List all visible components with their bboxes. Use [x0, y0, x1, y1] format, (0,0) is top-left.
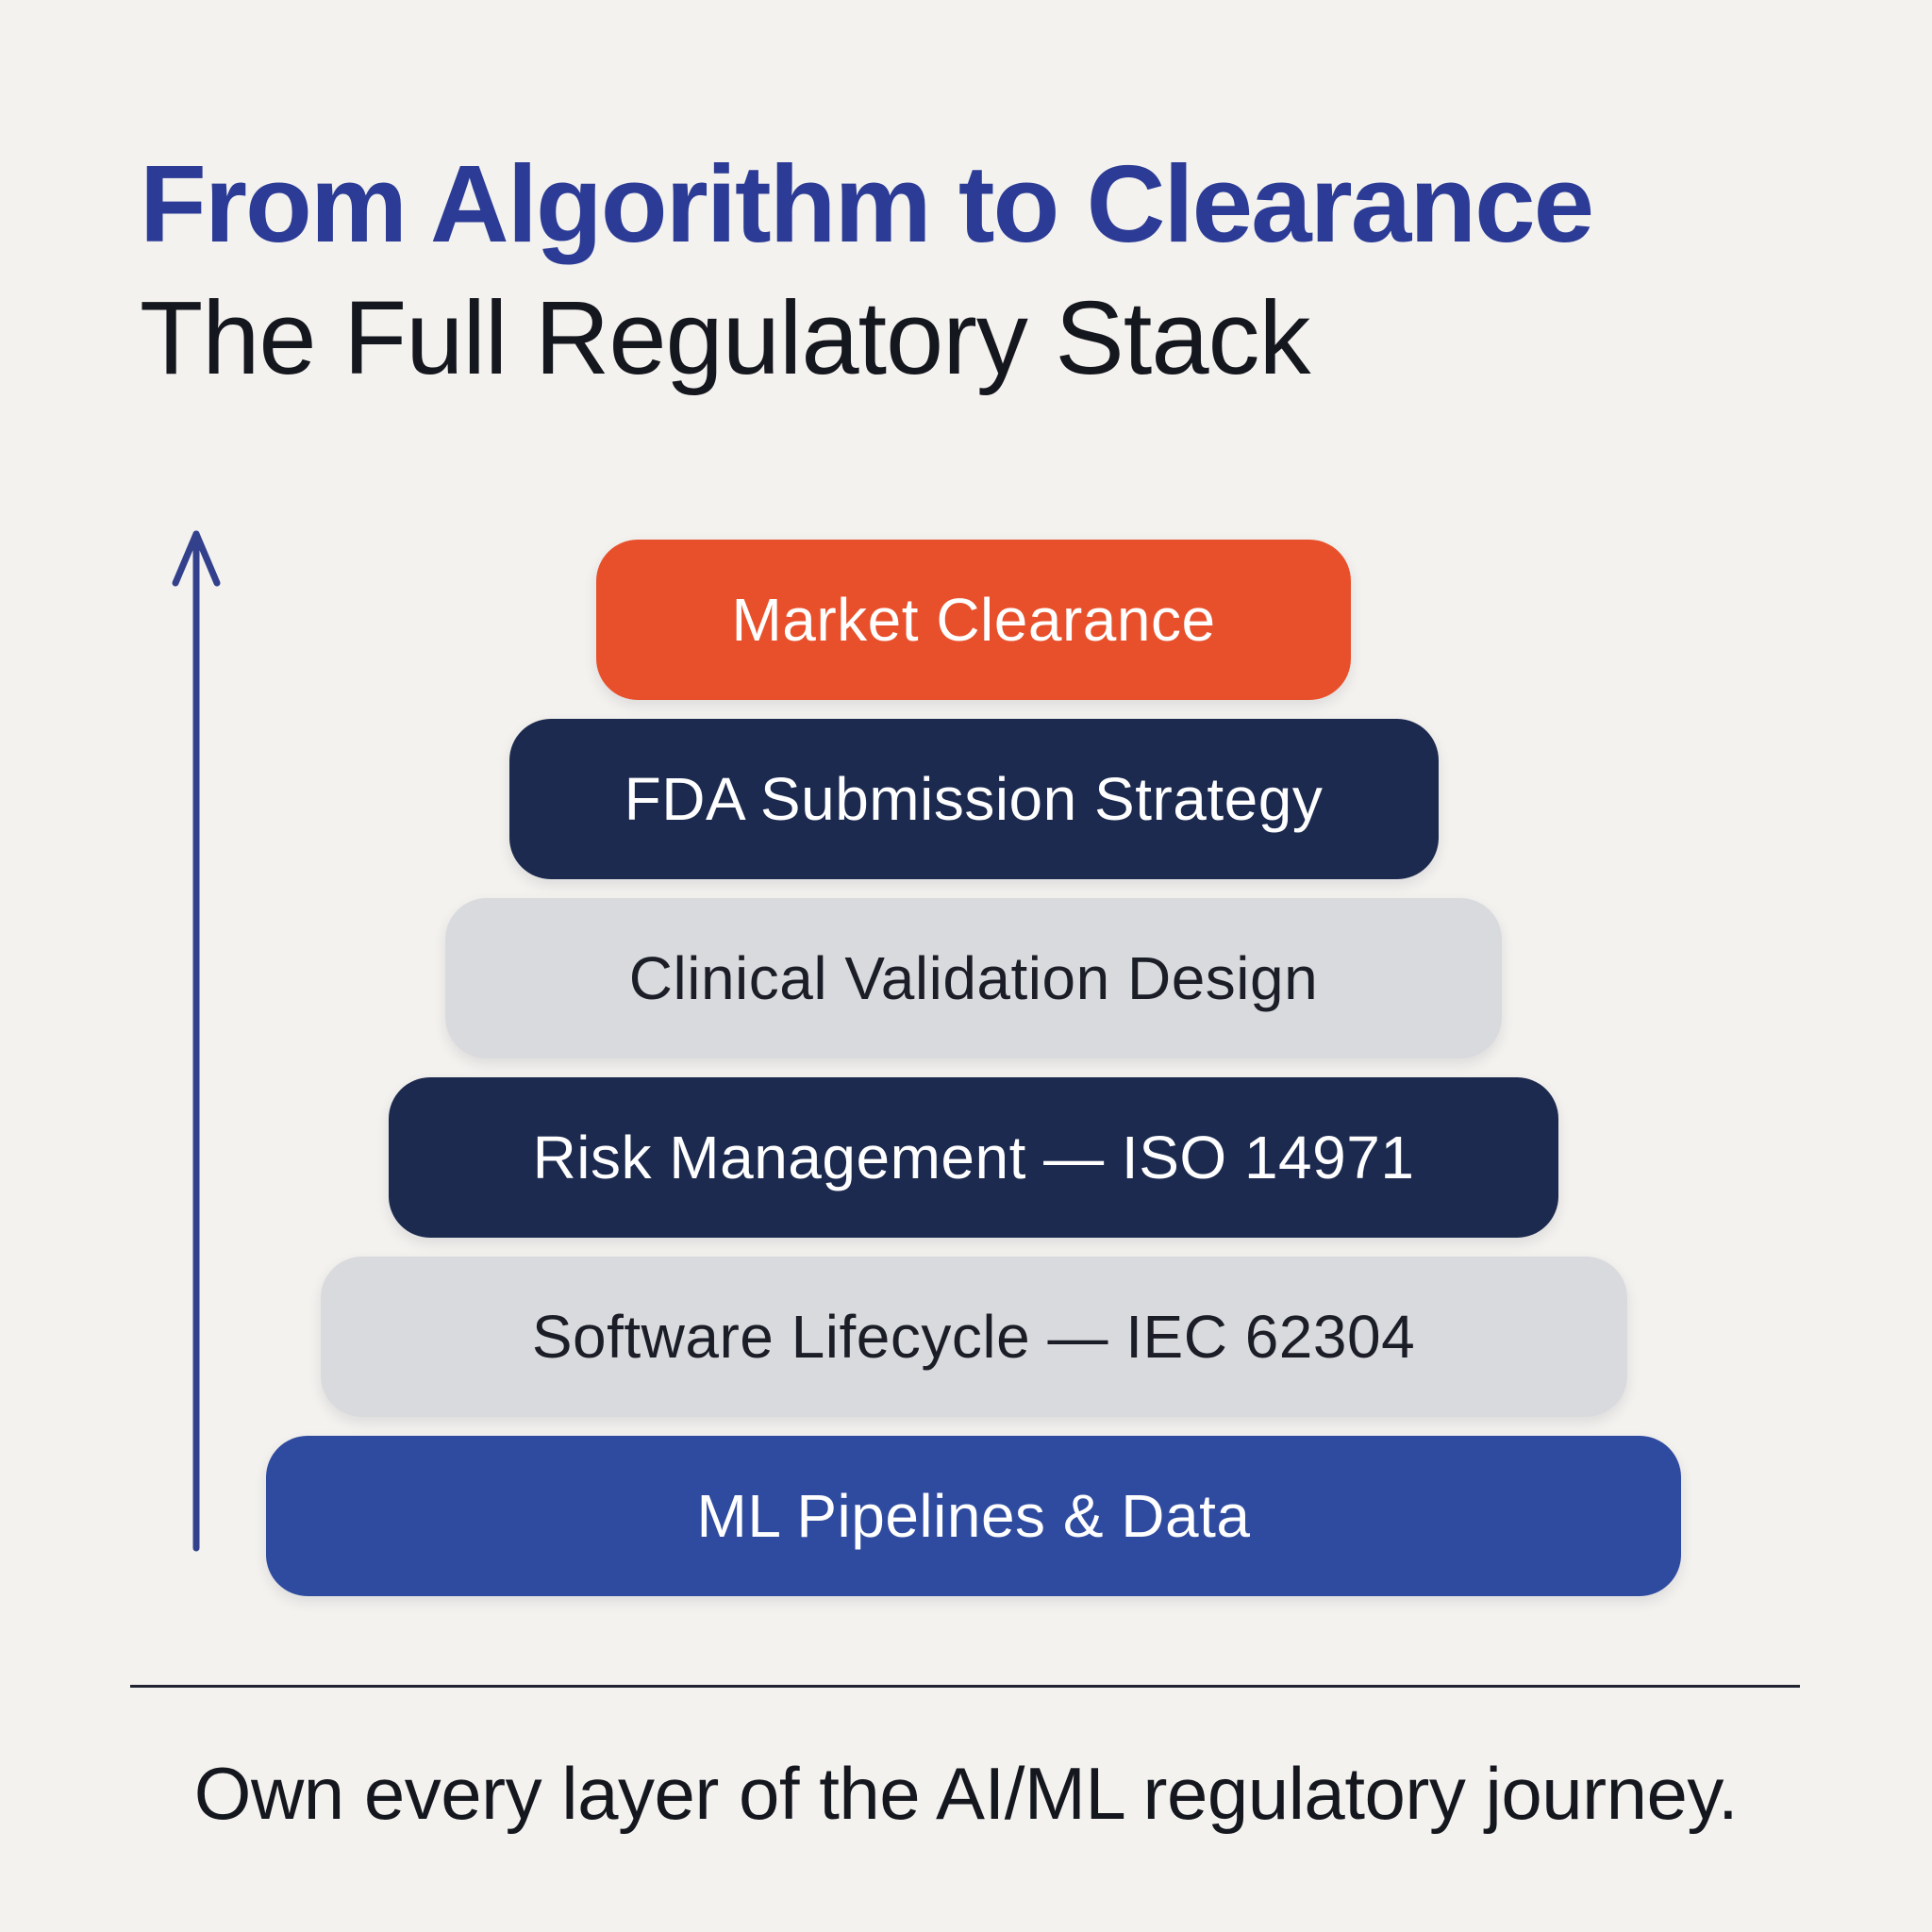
regulatory-stack: Market Clearance FDA Submission Strategy…: [266, 540, 1681, 1596]
stack-layer-label: Software Lifecycle — IEC 62304: [531, 1303, 1416, 1371]
stack-layer-label: Risk Management — ISO 14971: [532, 1124, 1415, 1191]
header: From Algorithm to Clearance The Full Reg…: [140, 142, 1594, 401]
stack-layer-label: FDA Submission Strategy: [624, 765, 1324, 833]
stack-layer-label: ML Pipelines & Data: [696, 1482, 1251, 1550]
stack-layer-label: Clinical Validation Design: [628, 944, 1319, 1012]
page-title: From Algorithm to Clearance: [140, 142, 1594, 265]
footer-divider: [130, 1685, 1800, 1688]
stack-layer-ml-pipelines-data: ML Pipelines & Data: [266, 1436, 1681, 1596]
stack-layer-clinical-validation-design: Clinical Validation Design: [445, 898, 1502, 1058]
stack-layer-software-lifecycle: Software Lifecycle — IEC 62304: [320, 1257, 1627, 1417]
stack-layer-market-clearance: Market Clearance: [596, 540, 1351, 700]
stack-layer-risk-management: Risk Management — ISO 14971: [389, 1077, 1558, 1238]
footer-caption: Own every layer of the AI/ML regulatory …: [193, 1752, 1739, 1835]
stack-layer-label: Market Clearance: [731, 586, 1216, 654]
page-subtitle: The Full Regulatory Stack: [140, 280, 1311, 397]
up-arrow-icon: [162, 525, 230, 1557]
stack-layer-fda-submission-strategy: FDA Submission Strategy: [508, 719, 1439, 879]
